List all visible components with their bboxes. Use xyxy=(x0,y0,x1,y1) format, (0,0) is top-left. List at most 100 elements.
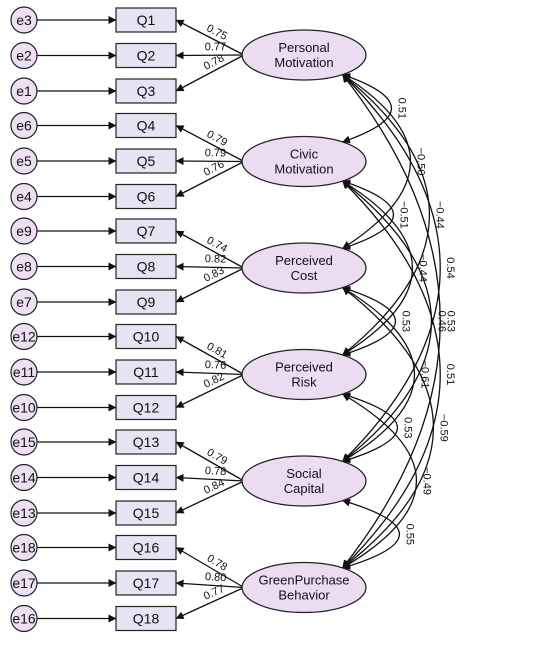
error-label: e3 xyxy=(16,12,32,28)
error-label: e13 xyxy=(12,505,36,521)
error-label: e17 xyxy=(12,575,36,591)
covariance-arc xyxy=(342,392,399,464)
loading-arrow xyxy=(175,51,245,60)
error-term: e8 xyxy=(10,252,38,281)
indicator-label: Q9 xyxy=(137,294,156,310)
indicator-label: Q8 xyxy=(137,259,156,275)
indicator-label: Q2 xyxy=(137,48,156,64)
error-layer xyxy=(37,16,117,623)
error-term: e12 xyxy=(10,322,38,351)
correlation-value: 0.54 xyxy=(444,257,456,278)
correlation-value: 0.53 xyxy=(444,311,456,332)
correlation-value: 0.53 xyxy=(399,311,411,332)
error-term: e4 xyxy=(10,182,38,211)
loading-arrow xyxy=(175,267,245,303)
loading-arrow xyxy=(175,335,245,376)
indicator-label: Q12 xyxy=(133,400,160,416)
error-term: e14 xyxy=(10,463,38,492)
loading-arrow xyxy=(175,473,245,482)
covariance-arc xyxy=(342,179,394,250)
error-term: e1 xyxy=(10,77,38,105)
covariance-arc xyxy=(342,180,413,356)
loading-arrow xyxy=(175,54,245,92)
loading-value: 0.82 xyxy=(205,253,227,265)
error-label: e6 xyxy=(16,118,32,134)
indicator-label: Q14 xyxy=(133,470,160,486)
loading-arrow xyxy=(175,262,245,271)
loading-value: 0.79 xyxy=(205,128,230,149)
loading-arrow xyxy=(175,441,245,482)
covariance-arc xyxy=(342,286,415,463)
covariance-arc xyxy=(341,180,441,569)
indicator-box: Q7 xyxy=(115,218,177,244)
indicator-box: Q13 xyxy=(115,429,177,455)
indicator-label: Q10 xyxy=(133,329,160,345)
correlation-layer: 0.51−0.510.530.530.55−0.50−0.44−0.61−0.4… xyxy=(341,73,456,570)
correlation-value: −0.51 xyxy=(397,201,409,229)
loading-arrow xyxy=(175,230,245,269)
covariance-arc xyxy=(342,393,417,569)
indicator-label: Q11 xyxy=(133,364,159,380)
loading-value: 0.75 xyxy=(205,22,230,42)
covariance-arc xyxy=(341,74,441,462)
error-term: e9 xyxy=(10,217,38,245)
error-label: e18 xyxy=(12,540,36,556)
indicator-box: Q11 xyxy=(115,359,177,385)
error-term: e13 xyxy=(10,499,38,527)
error-label: e8 xyxy=(16,259,32,275)
correlation-value: 0.51 xyxy=(444,364,456,385)
indicator-box: Q5 xyxy=(115,148,177,174)
indicator-box: Q16 xyxy=(115,534,177,561)
covariance-arc xyxy=(342,73,431,356)
indicator-box: Q18 xyxy=(115,605,177,632)
indicator-label: Q5 xyxy=(137,153,156,169)
indicator-box: Q1 xyxy=(115,7,177,33)
loading-arrow xyxy=(175,19,245,56)
indicator-box: Q10 xyxy=(115,323,177,350)
error-label: e4 xyxy=(16,189,32,205)
correlation-value: −0.50 xyxy=(414,148,426,176)
error-term: e18 xyxy=(10,533,38,562)
error-term: e17 xyxy=(10,569,38,597)
error-label: e14 xyxy=(12,470,36,486)
indicator-box: Q3 xyxy=(115,78,177,104)
loading-arrow xyxy=(175,579,245,589)
error-term: e11 xyxy=(10,358,38,386)
loading-value: 0.77 xyxy=(205,41,227,53)
correlation-value: −0.59 xyxy=(437,414,449,442)
error-term: e3 xyxy=(10,6,38,34)
correlation-value: 0.46 xyxy=(435,311,447,332)
loading-arrow xyxy=(175,586,245,620)
error-label: e11 xyxy=(13,364,36,380)
indicator-label: Q7 xyxy=(137,223,156,239)
indicator-label: Q16 xyxy=(133,540,160,556)
error-term: e7 xyxy=(10,288,38,316)
indicator-box: Q14 xyxy=(115,464,177,491)
error-term: e10 xyxy=(10,393,38,422)
loading-arrow xyxy=(175,480,245,514)
indicator-box: Q2 xyxy=(115,42,177,69)
indicator-box: Q12 xyxy=(115,394,177,421)
covariance-arc xyxy=(342,498,401,570)
indicator-label: Q1 xyxy=(137,12,156,28)
correlation-value: 0.55 xyxy=(403,524,415,545)
correlation-value: 0.51 xyxy=(395,98,407,119)
error-term: e6 xyxy=(10,111,38,140)
covariance-arc xyxy=(342,180,433,463)
loading-value: 0.80 xyxy=(205,571,227,584)
loading-value: 0.76 xyxy=(205,359,227,372)
error-term: e5 xyxy=(10,147,38,175)
indicator-label: Q3 xyxy=(137,83,156,99)
indicator-box: Q6 xyxy=(115,183,177,210)
indicator-label: Q13 xyxy=(133,434,160,450)
correlation-value: −0.44 xyxy=(433,201,445,229)
